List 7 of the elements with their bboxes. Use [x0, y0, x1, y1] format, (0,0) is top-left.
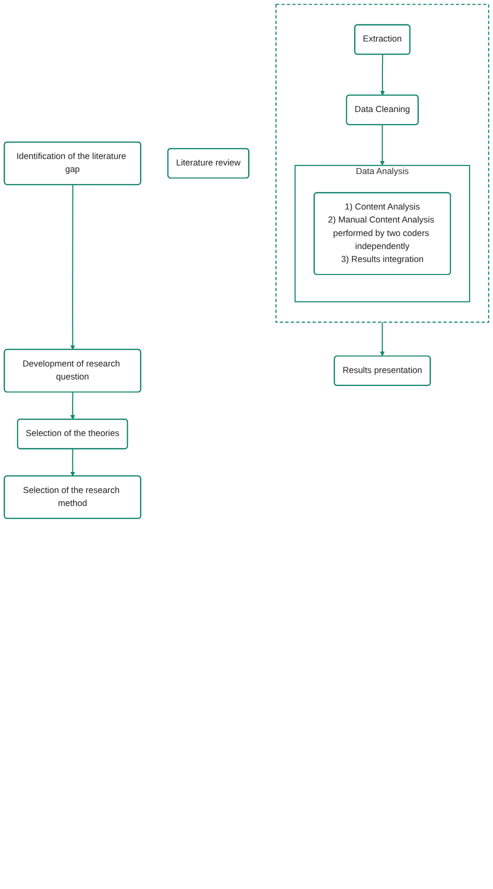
arrow: [380, 124, 385, 166]
arrow: [70, 184, 76, 350]
arrow: [380, 54, 385, 96]
arrow: [70, 392, 76, 420]
arrow: [70, 448, 76, 476]
arrow: [380, 322, 385, 356]
cluster: [275, 4, 490, 323]
